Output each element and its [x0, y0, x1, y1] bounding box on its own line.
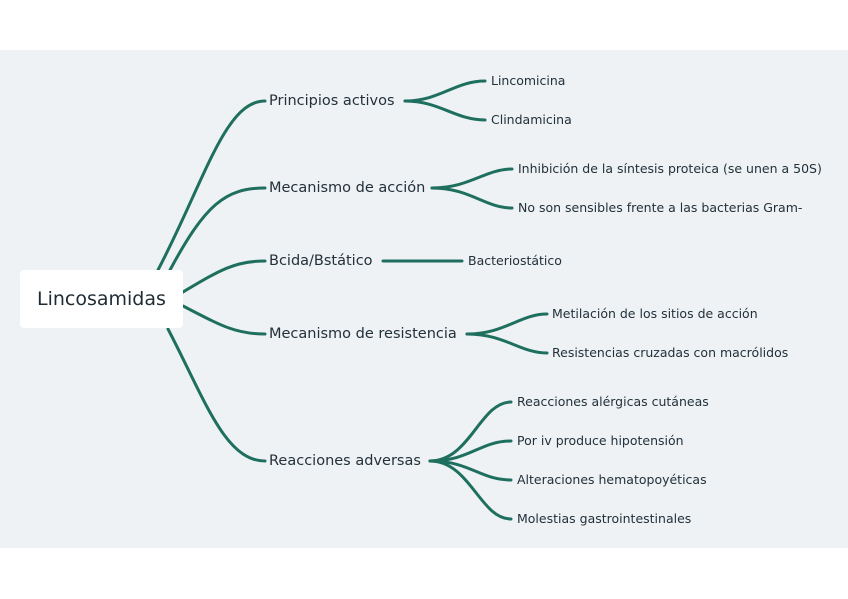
link-root-bcida — [181, 259, 267, 294]
link-resistencia-metilacion — [465, 312, 549, 336]
root-topic-label: Lincosamidas — [37, 288, 166, 310]
branch-mecanismo-de-accion[interactable]: Mecanismo de acción — [269, 180, 426, 196]
leaf-reacciones-alergicas[interactable]: Reacciones alérgicas cutáneas — [517, 394, 709, 409]
link-reacciones-alergicas — [428, 400, 513, 463]
branch-principios-activos[interactable]: Principios activos — [269, 93, 395, 109]
link-accion-inhibicion — [430, 167, 514, 190]
leaf-metilacion[interactable]: Metilación de los sitios de acción — [552, 306, 758, 321]
leaf-inhibicion-sintesis-proteica[interactable]: Inhibición de la síntesis proteica (se u… — [518, 161, 822, 176]
branch-reacciones-adversas[interactable]: Reacciones adversas — [269, 453, 421, 469]
link-principios-clindamicina — [403, 99, 487, 122]
link-root-reacciones — [166, 327, 267, 463]
leaf-hipotension[interactable]: Por iv produce hipotensión — [517, 433, 684, 448]
link-resistencia-macrolidos — [465, 332, 549, 355]
branch-mecanismo-de-resistencia[interactable]: Mecanismo de resistencia — [269, 326, 457, 342]
root-topic[interactable]: Lincosamidas — [20, 270, 183, 328]
branch-bcida-bstatico[interactable]: Bcida/Bstático — [269, 253, 373, 269]
leaf-bacteriostatico[interactable]: Bacteriostático — [468, 253, 562, 268]
link-principios-lincomicina — [403, 79, 487, 103]
link-reacciones-gastrointestinales — [428, 459, 513, 521]
leaf-lincomicina[interactable]: Lincomicina — [491, 73, 566, 88]
link-accion-gram — [430, 186, 514, 210]
leaf-resistencias-cruzadas[interactable]: Resistencias cruzadas con macrólidos — [552, 345, 789, 360]
leaf-alteraciones-hematopoyeticas[interactable]: Alteraciones hematopoyéticas — [517, 472, 707, 487]
leaf-clindamicina[interactable]: Clindamicina — [491, 112, 572, 127]
link-root-principios — [156, 99, 267, 272]
leaf-molestias-gastrointestinales[interactable]: Molestias gastrointestinales — [517, 511, 692, 526]
link-root-mecanismo-accion — [168, 186, 267, 272]
leaf-no-sensibles-gram[interactable]: No son sensibles frente a las bacterias … — [518, 200, 803, 215]
link-root-resistencia — [181, 304, 267, 336]
